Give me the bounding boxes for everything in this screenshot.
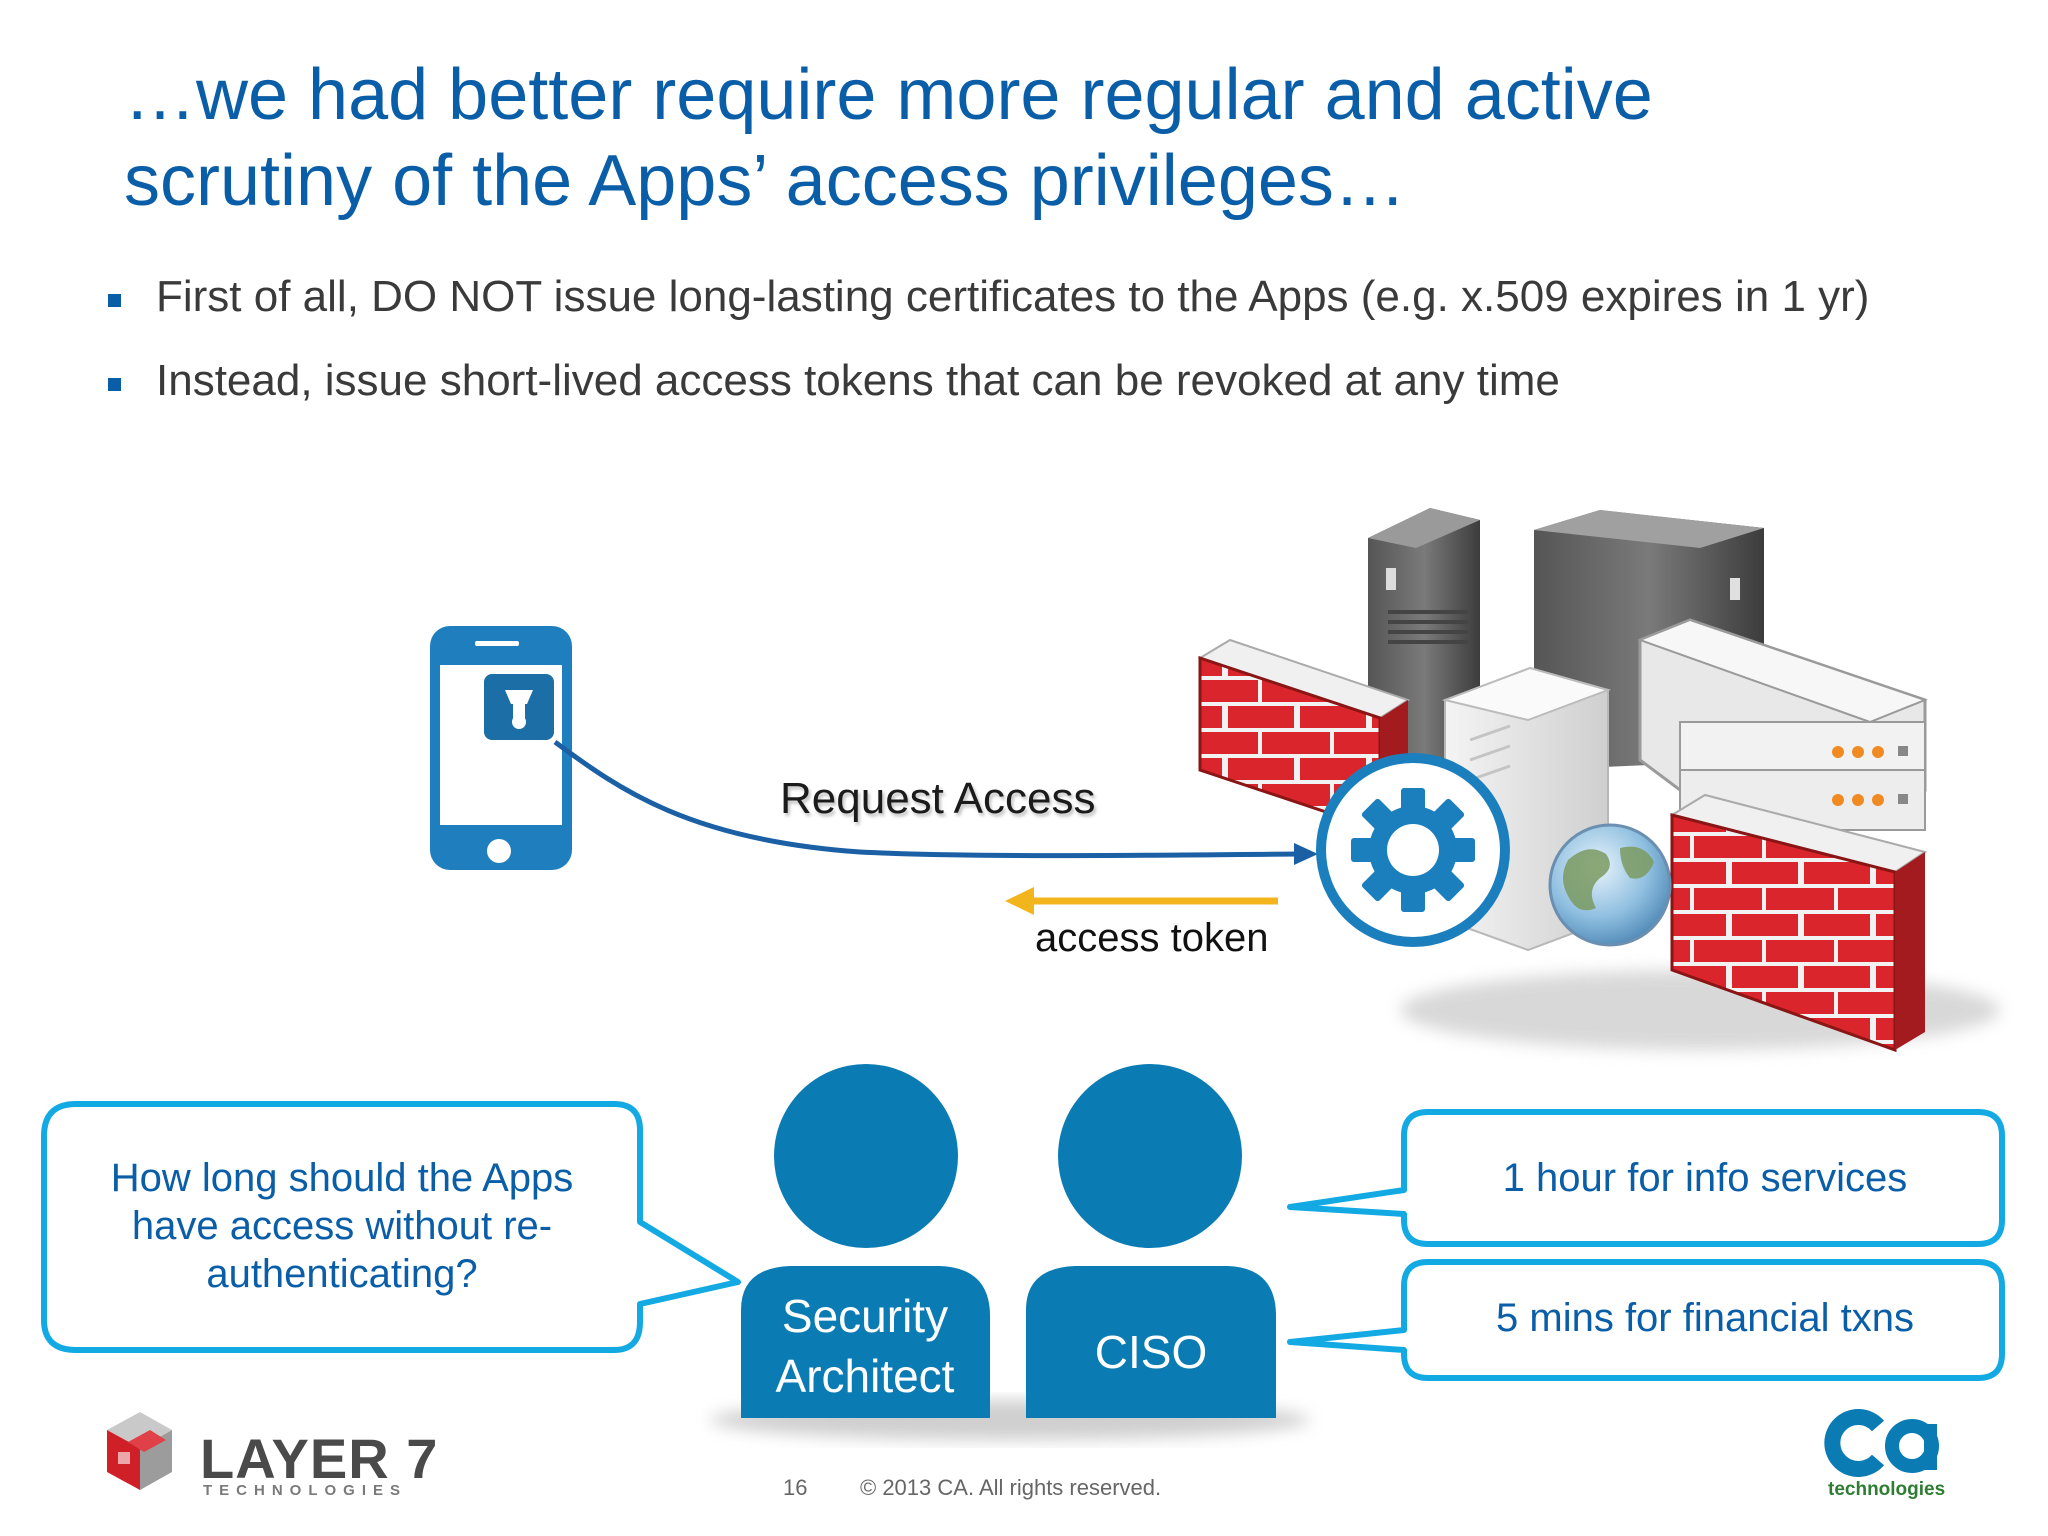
- person-icon: [1026, 1064, 1276, 1418]
- layer7-logo-mark: [107, 1412, 172, 1490]
- title-line-1: …we had better require more regular and …: [124, 55, 1653, 135]
- smartphone-icon: [430, 626, 572, 870]
- request-arrow: [553, 739, 1318, 865]
- layer7-logo-text: LAYER 7: [200, 1427, 439, 1490]
- slide-title: …we had better require more regular and …: [124, 52, 1884, 224]
- person-icon: [741, 1064, 990, 1418]
- ciso-label: CISO: [1094, 1326, 1208, 1378]
- request-access-label: Request Access: [780, 774, 1096, 823]
- answer-text-financial: 5 mins for financial txns: [1496, 1296, 1914, 1340]
- copyright-text: © 2013 CA. All rights reserved.: [860, 1475, 1162, 1500]
- answer-bubble: [1287, 1259, 2005, 1381]
- question-bubble: [41, 1101, 741, 1353]
- title-line-2: scrutiny of the Apps’ access privileges…: [124, 141, 1406, 221]
- answer-bubble: [1287, 1109, 2005, 1247]
- firewall-icon: [1669, 793, 1928, 1053]
- question-line: authenticating?: [206, 1252, 478, 1296]
- app-icon: [484, 674, 554, 740]
- layer7-logo-subtext: TECHNOLOGIES: [203, 1482, 408, 1499]
- bullet-marker: [108, 378, 121, 391]
- security-architect-label: Security Architect: [742, 1286, 988, 1406]
- question-line: have access without re-: [131, 1204, 553, 1248]
- token-arrow: [1005, 887, 1278, 915]
- ca-logo-subtext: technologies: [1828, 1479, 1946, 1500]
- bullet-marker: [108, 294, 121, 307]
- answer-text-info-services: 1 hour for info services: [1502, 1156, 1908, 1200]
- question-line: How long should the Apps: [110, 1156, 574, 1200]
- security-architect-line: Security: [781, 1290, 949, 1342]
- gear-icon: [1316, 753, 1510, 947]
- question-text: How long should the Apps have access wit…: [72, 1154, 612, 1298]
- ca-logo-mark: [1824, 1409, 1939, 1477]
- bullet-text: First of all, DO NOT issue long-lasting …: [156, 272, 1870, 321]
- page-number: 16: [783, 1475, 808, 1500]
- security-architect-line: Architect: [775, 1350, 955, 1402]
- access-token-label: access token: [1035, 916, 1269, 960]
- bullet-text: Instead, issue short-lived access tokens…: [156, 356, 1560, 405]
- globe-icon: [1548, 823, 1672, 947]
